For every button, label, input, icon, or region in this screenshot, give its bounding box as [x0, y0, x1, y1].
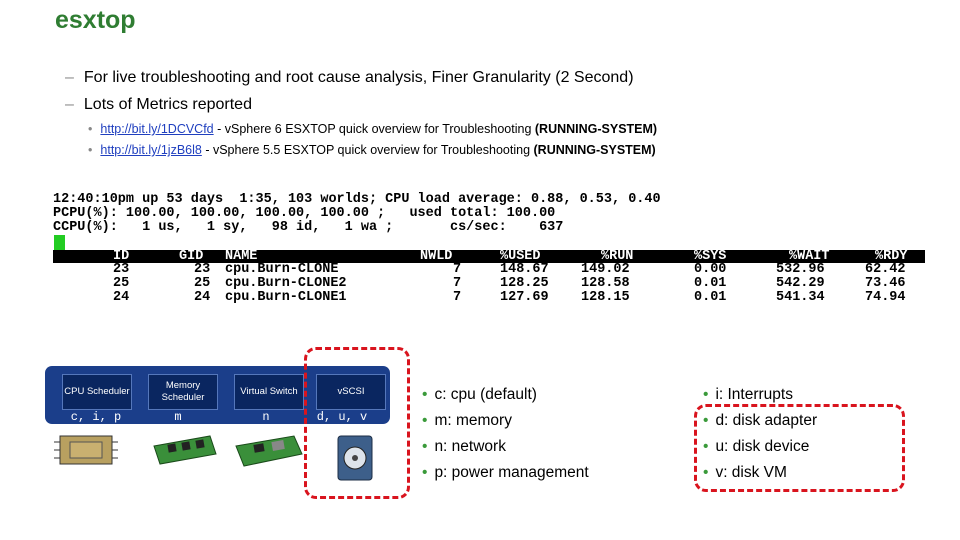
link-description: - vSphere 5.5 ESXTOP quick overview for …	[201, 143, 534, 157]
table-row: 25 25 cpu.Burn-CLONE2 7 128.25 128.58 0.…	[53, 277, 925, 291]
bullet-item: –Lots of Metrics reported	[65, 96, 252, 113]
cell-run: 128.15	[581, 290, 630, 305]
cell-gid: 24	[194, 290, 211, 305]
cell-run: 128.58	[581, 276, 630, 291]
esxtop-terminal: 12:40:10pm up 53 days 1:35, 103 worlds; …	[53, 191, 925, 309]
network-card-icon	[235, 435, 303, 467]
terminal-ccpu-line: CCPU(%): 1 us, 1 sy, 98 id, 1 wa ; cs/se…	[53, 220, 564, 235]
cell-nwld: 7	[453, 290, 462, 305]
link-item: •http://bit.ly/1DCVCfd - vSphere 6 ESXTO…	[88, 122, 658, 136]
cpu-chip-icon	[54, 435, 118, 465]
cpu-scheduler-box: CPU Scheduler	[62, 374, 132, 410]
terminal-cursor	[54, 235, 65, 250]
key-item: •c: cpu (default)	[422, 386, 537, 403]
cell-sys: 0.01	[694, 276, 727, 291]
vscsi-box: vSCSI	[316, 374, 386, 410]
terminal-pcpu-line: PCPU(%): 100.00, 100.00, 100.00, 100.00 …	[53, 206, 556, 221]
network-keys: n	[262, 410, 270, 424]
key-item: •v: disk VM	[703, 464, 787, 481]
cell-wait: 542.29	[776, 276, 825, 291]
key-interrupts: i: Interrupts	[715, 386, 793, 403]
cell-gid: 25	[194, 276, 211, 291]
cell-nwld: 7	[453, 276, 462, 291]
cell-sys: 0.01	[694, 290, 727, 305]
cell-gid: 23	[194, 262, 211, 277]
key-disk-adapter: d: disk adapter	[715, 412, 818, 429]
virtual-switch-box: Virtual Switch	[234, 374, 304, 410]
link-tag: (RUNNING-SYSTEM)	[533, 143, 656, 157]
link-tag: (RUNNING-SYSTEM)	[534, 122, 658, 136]
bullet-text: For live troubleshooting and root cause …	[83, 69, 634, 86]
key-network: n: network	[434, 438, 506, 455]
cell-name: cpu.Burn-CLONE	[225, 262, 339, 277]
column-header: ID	[113, 249, 130, 264]
cell-rdy: 73.46	[865, 276, 906, 291]
cpu-keys: c, i, p	[70, 410, 122, 424]
cell-wait: 541.34	[776, 290, 825, 305]
key-item: •d: disk adapter	[703, 412, 818, 429]
storage-keys: d, u, v	[316, 410, 368, 424]
memory-scheduler-box: Memory Scheduler	[148, 374, 218, 410]
disk-keys-highlight-frame	[694, 404, 905, 492]
key-item: •i: Interrupts	[703, 386, 793, 403]
cell-name: cpu.Burn-CLONE1	[225, 290, 347, 305]
cell-rdy: 74.94	[865, 290, 906, 305]
link-description: - vSphere 6 ESXTOP quick overview for Tr…	[213, 122, 535, 136]
cell-id: 24	[113, 290, 130, 305]
column-header: %RUN	[601, 249, 634, 264]
key-item: •u: disk device	[703, 438, 810, 455]
column-header: NAME	[225, 249, 258, 264]
memory-keys: m	[174, 410, 182, 424]
column-header: %RDY	[875, 249, 908, 264]
cell-used: 127.69	[500, 290, 549, 305]
memory-module-icon	[153, 435, 217, 465]
cell-rdy: 62.42	[865, 262, 906, 277]
terminal-uptime-line: 12:40:10pm up 53 days 1:35, 103 worlds; …	[53, 192, 661, 207]
bullet-text: Lots of Metrics reported	[83, 96, 252, 113]
key-disk-vm: v: disk VM	[715, 464, 787, 481]
key-power: p: power management	[434, 464, 589, 481]
table-row: 24 24 cpu.Burn-CLONE1 7 127.69 128.15 0.…	[53, 291, 925, 305]
disk-storage-icon	[337, 435, 373, 481]
key-item: •n: network	[422, 438, 506, 455]
cell-used: 148.67	[500, 262, 549, 277]
cell-id: 25	[113, 276, 130, 291]
storage-highlight-frame	[304, 347, 410, 499]
link-item: •http://bit.ly/1jzB6l8 - vSphere 5.5 ESX…	[88, 143, 656, 157]
column-header: %USED	[500, 249, 541, 264]
link-esxtop-vsphere6[interactable]: http://bit.ly/1DCVCfd	[100, 122, 214, 136]
cell-run: 149.02	[581, 262, 630, 277]
page-title: esxtop	[55, 6, 136, 34]
key-disk-device: u: disk device	[715, 438, 810, 455]
key-item: •p: power management	[422, 464, 589, 481]
key-memory: m: memory	[434, 412, 512, 429]
column-header: NWLD	[420, 249, 453, 264]
cell-nwld: 7	[453, 262, 462, 277]
cell-id: 23	[113, 262, 130, 277]
cell-sys: 0.00	[694, 262, 727, 277]
bullet-item: –For live troubleshooting and root cause…	[65, 69, 634, 86]
column-header: %WAIT	[789, 249, 830, 264]
key-cpu: c: cpu (default)	[434, 386, 537, 403]
link-esxtop-vsphere55[interactable]: http://bit.ly/1jzB6l8	[100, 143, 202, 157]
cell-used: 128.25	[500, 276, 549, 291]
key-item: •m: memory	[422, 412, 512, 429]
column-header: GID	[179, 249, 204, 264]
table-row: 23 23 cpu.Burn-CLONE 7 148.67 149.02 0.0…	[53, 263, 925, 277]
terminal-header-row: ID GID NAME NWLD %USED %RUN %SYS %WAIT %…	[53, 250, 925, 263]
cell-wait: 532.96	[776, 262, 825, 277]
cell-name: cpu.Burn-CLONE2	[225, 276, 347, 291]
column-header: %SYS	[694, 249, 727, 264]
